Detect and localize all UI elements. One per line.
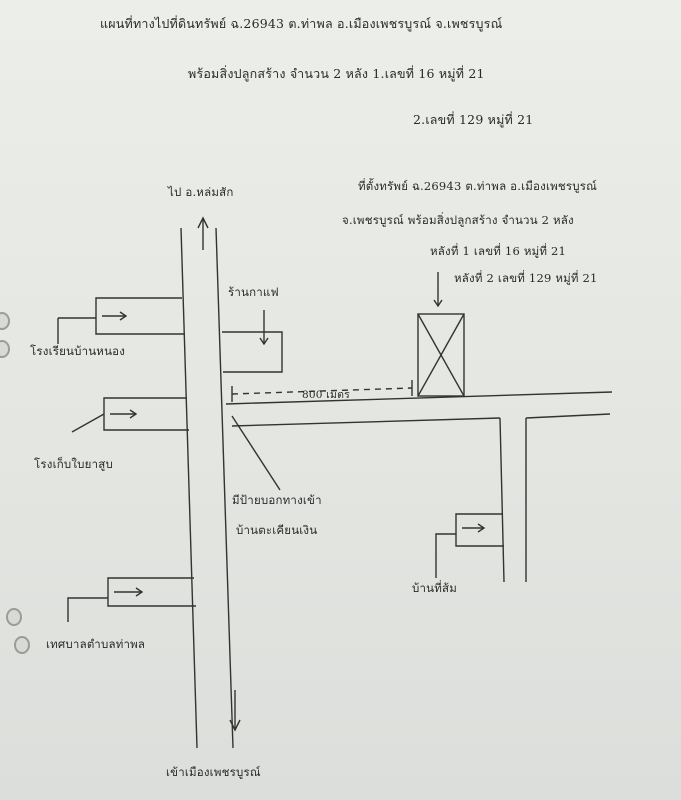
label-coffee-shop: ร้านกาแฟ (228, 285, 279, 299)
punch-hole-4 (14, 636, 30, 654)
orange-house-building (455, 513, 504, 547)
label-distance: 800 เมตร (302, 389, 350, 401)
label-orange-house: บ้านที่ส้ม (412, 581, 457, 595)
info-line-1: ที่ตั้งทรัพย์ ฉ.26943 ต.ท่าพล อ.เมืองเพช… (358, 179, 598, 193)
label-tobacco-barn: โรงเก็บใบยาสูบ (34, 457, 113, 471)
school-building (95, 297, 184, 335)
label-municipality: เทศบาลตำบลท่าพล (46, 637, 146, 651)
property-marker (417, 313, 465, 397)
info-line-2: จ.เพชรบูรณ์ พร้อมสิ่งปลูกสร้าง จำนวน 2 ห… (342, 213, 574, 227)
info-line-4: หลังที่ 2 เลขที่ 129 หมู่ที่ 21 (454, 271, 598, 285)
label-to-city: เข้าเมืองเพชรบูรณ์ (166, 765, 261, 779)
punch-hole-2 (0, 340, 10, 358)
main-road-left-edge (180, 227, 198, 749)
distance-line (231, 387, 413, 395)
punch-hole-3 (6, 608, 22, 626)
coffee-shop-building (222, 331, 283, 373)
side-road-bottom-edge (231, 417, 501, 427)
side-road-top-edge (225, 391, 613, 405)
punch-hole-1 (0, 312, 10, 330)
label-sign: มีป้ายบอกทางเข้า (232, 493, 322, 507)
header-line-1: แผนที่ทางไปที่ดินทรัพย์ ฉ.26943 ต.ท่าพล … (100, 16, 503, 31)
main-road-right-edge (215, 227, 234, 749)
label-school: โรงเรียนบ้านหนอง (30, 344, 126, 358)
label-to-lom-sak: ไป อ.หล่มสัก (168, 185, 234, 199)
municipality-building (107, 577, 196, 607)
info-line-3: หลังที่ 1 เลขที่ 16 หมู่ที่ 21 (430, 244, 567, 258)
header-line-3: 2.เลขที่ 129 หมู่ที่ 21 (413, 112, 534, 127)
header-line-2: พร้อมสิ่งปลูกสร้าง จำนวน 2 หลัง 1.เลขที่… (188, 66, 485, 81)
label-village: บ้านตะเคียนเงิน (236, 523, 318, 537)
